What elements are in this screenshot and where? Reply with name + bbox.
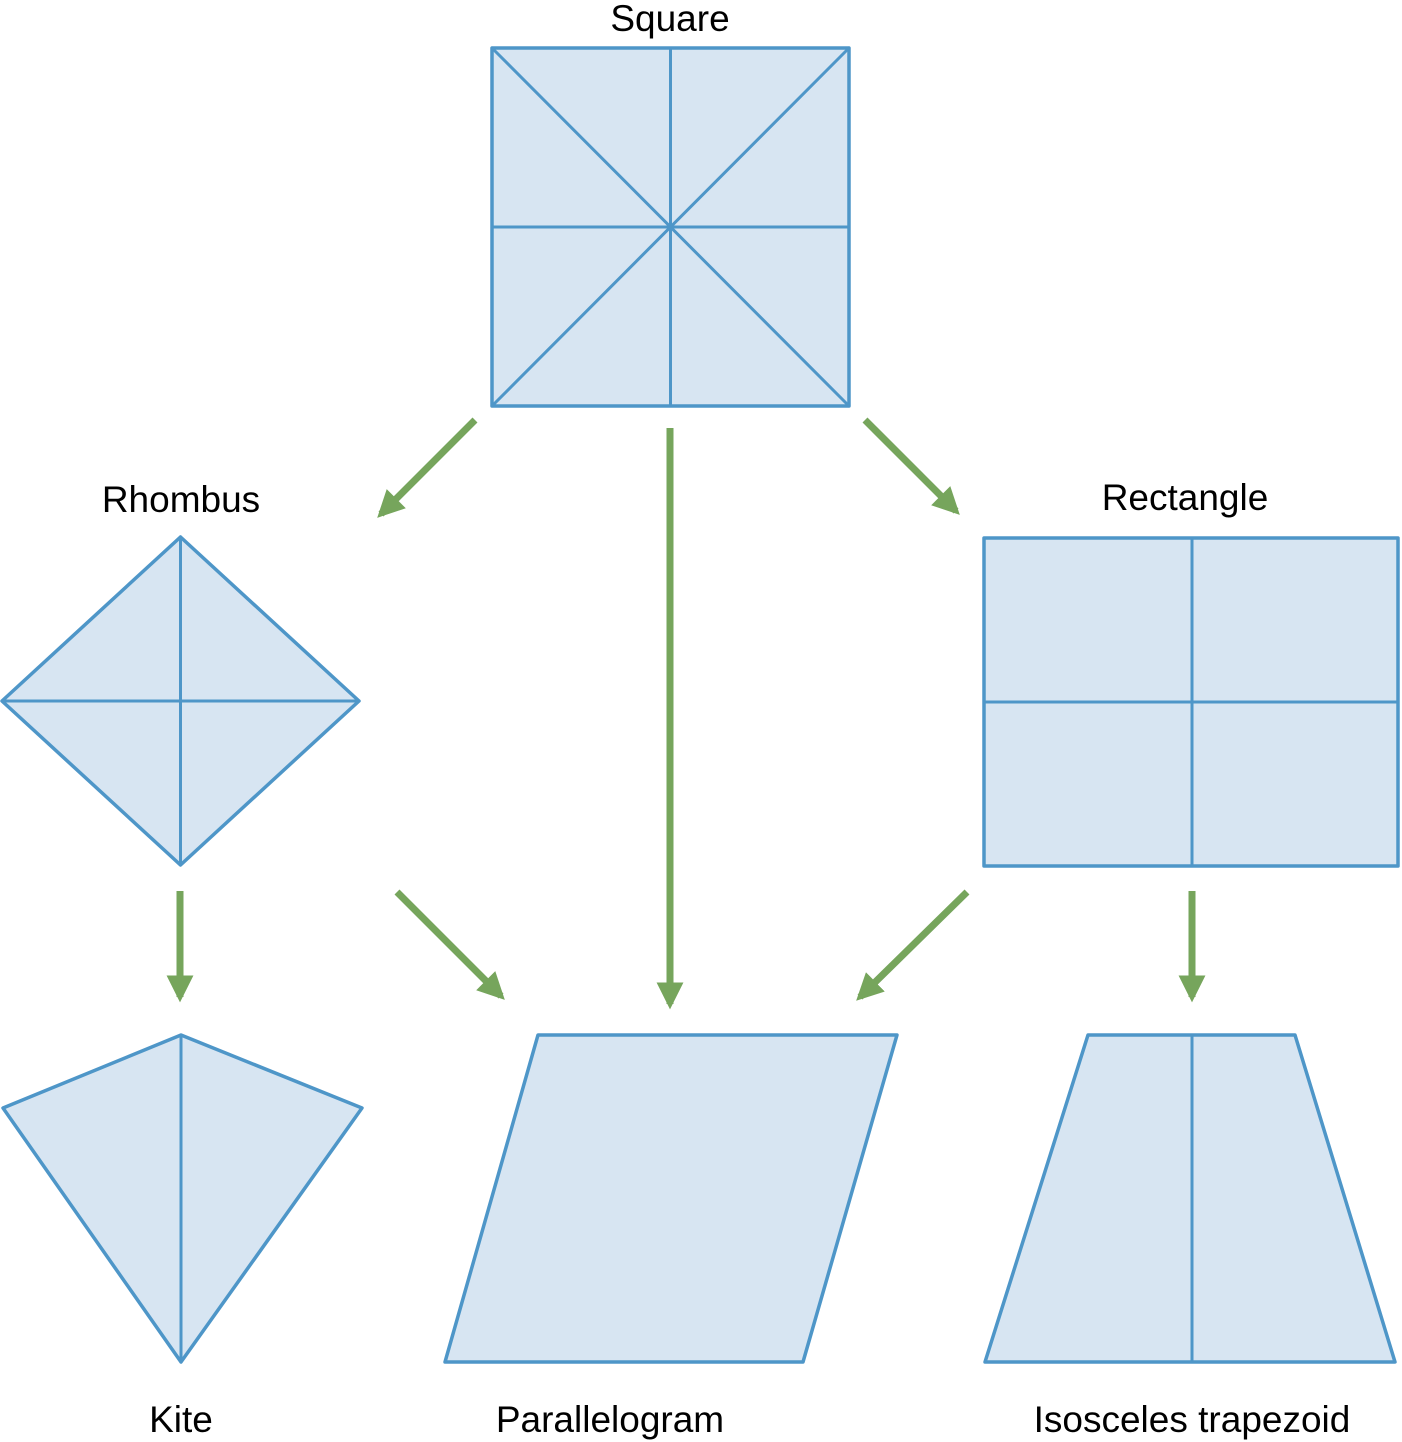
node-rhombus: Rhombus — [0, 479, 361, 867]
arrow-rectangle-to-parallelogram — [856, 889, 970, 1001]
rectangle-label: Rectangle — [1102, 477, 1269, 518]
kite-label: Kite — [149, 1399, 213, 1440]
node-isosceles-trapezoid: Isosceles trapezoid — [983, 1033, 1397, 1440]
arrow-square-to-rectangle — [862, 417, 960, 515]
node-parallelogram: Parallelogram — [443, 1033, 899, 1440]
arrow-rhombus-to-parallelogram — [394, 889, 505, 1000]
node-kite: Kite — [1, 1033, 364, 1440]
node-square: Square — [490, 0, 851, 408]
square-diagonal-trbl — [490, 46, 851, 408]
square-label: Square — [610, 0, 729, 39]
edges — [166, 417, 1206, 1010]
parallelogram-shape — [443, 1033, 899, 1364]
arrow-square-to-rhombus — [377, 417, 478, 518]
trapezoid-label: Isosceles trapezoid — [1034, 1399, 1351, 1440]
parallelogram-label: Parallelogram — [496, 1399, 724, 1440]
rhombus-label: Rhombus — [102, 479, 260, 520]
trapezoid-shape — [983, 1033, 1397, 1364]
node-rectangle: Rectangle — [982, 477, 1400, 868]
